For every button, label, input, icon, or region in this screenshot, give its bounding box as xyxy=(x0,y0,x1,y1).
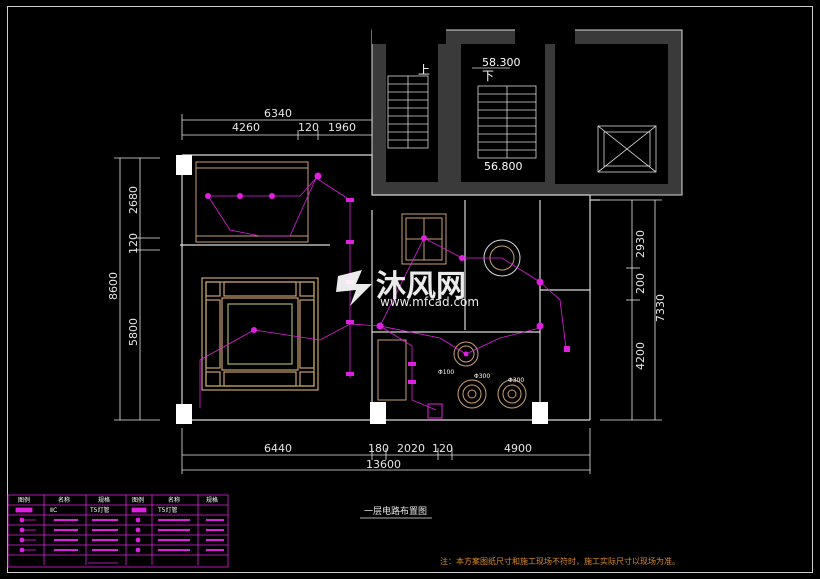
dim-left-b: 120 xyxy=(127,233,140,254)
drawing-title: 一层电路布置图 xyxy=(364,505,427,517)
stair-left xyxy=(387,75,429,149)
legend-symbols xyxy=(15,507,147,564)
legend-header: 图例 名称 规格 图例 名称 规格 xyxy=(18,496,218,504)
bath-fixtures xyxy=(377,339,443,419)
legend-header-3: 规格 xyxy=(98,496,110,504)
watermark-brand: 沐风网 xyxy=(376,269,466,304)
dim-left-c: 5800 xyxy=(127,318,140,346)
columns xyxy=(176,155,548,424)
watermark-logo xyxy=(336,270,372,306)
legend-header-5: 名称 xyxy=(168,496,180,504)
dim-right-c: 4200 xyxy=(634,342,647,370)
watermark: 沐风网 www.mfcad.com xyxy=(336,269,479,309)
dim-bottom-c: 2020 xyxy=(397,442,425,455)
legend-row-1: ⅡC T5灯管 T5灯管 xyxy=(50,506,177,514)
dim-bottom-a: 6440 xyxy=(264,442,292,455)
dim-right-total: 7330 xyxy=(654,294,667,322)
lamp-label-2: Φ300 xyxy=(474,373,490,380)
dim-top-right: 1960 xyxy=(328,121,356,134)
dim-bottom-e: 4900 xyxy=(504,442,532,455)
lamp-label-1: Φ100 xyxy=(438,369,454,376)
legend-header-1: 图例 xyxy=(18,496,30,504)
dim-top-total: 6340 xyxy=(264,107,292,120)
elevator-shaft xyxy=(597,125,657,173)
legend-r1-c3: T5灯管 xyxy=(89,506,109,514)
stair-right xyxy=(472,67,537,159)
dimension-lines xyxy=(114,114,662,474)
upper-room-ceiling xyxy=(195,161,309,243)
dim-right-a: 2930 xyxy=(634,230,647,258)
dim-bottom-d: 120 xyxy=(432,442,453,455)
legend-r1-c2: ⅡC xyxy=(50,507,57,514)
legend-r1-c5: T5灯管 xyxy=(157,506,177,514)
dim-right-b: 200 xyxy=(634,273,647,294)
legend-filler xyxy=(54,519,224,551)
dim-bottom-b: 180 xyxy=(368,442,389,455)
dim-top-left: 4260 xyxy=(232,121,260,134)
legend-header-2: 名称 xyxy=(58,496,70,504)
dim-left-total: 8600 xyxy=(107,272,120,300)
legend-header-4: 图例 xyxy=(132,496,144,504)
dim-top-mid: 120 xyxy=(298,121,319,134)
lamp-label-3: Φ300 xyxy=(508,377,524,384)
level-lower: 56.800 xyxy=(484,160,523,173)
stair-down-label: 下 xyxy=(482,69,494,83)
watermark-url: www.mfcad.com xyxy=(380,295,479,309)
dim-bottom-total: 13600 xyxy=(366,458,401,471)
living-ceiling xyxy=(201,277,319,391)
dining-ceiling xyxy=(401,213,447,265)
stair-up-label: 上 xyxy=(418,63,430,77)
drawing-note: 注：本方案图纸尺寸和施工现场不符时，施工实际尺寸以现场为准。 xyxy=(440,556,680,566)
dim-left-a: 2680 xyxy=(127,186,140,214)
core-walls xyxy=(371,20,683,196)
legend-header-6: 规格 xyxy=(206,496,218,504)
drawing-frame xyxy=(7,6,813,573)
level-upper: 58.300 xyxy=(482,56,521,69)
legend-table xyxy=(7,494,229,568)
